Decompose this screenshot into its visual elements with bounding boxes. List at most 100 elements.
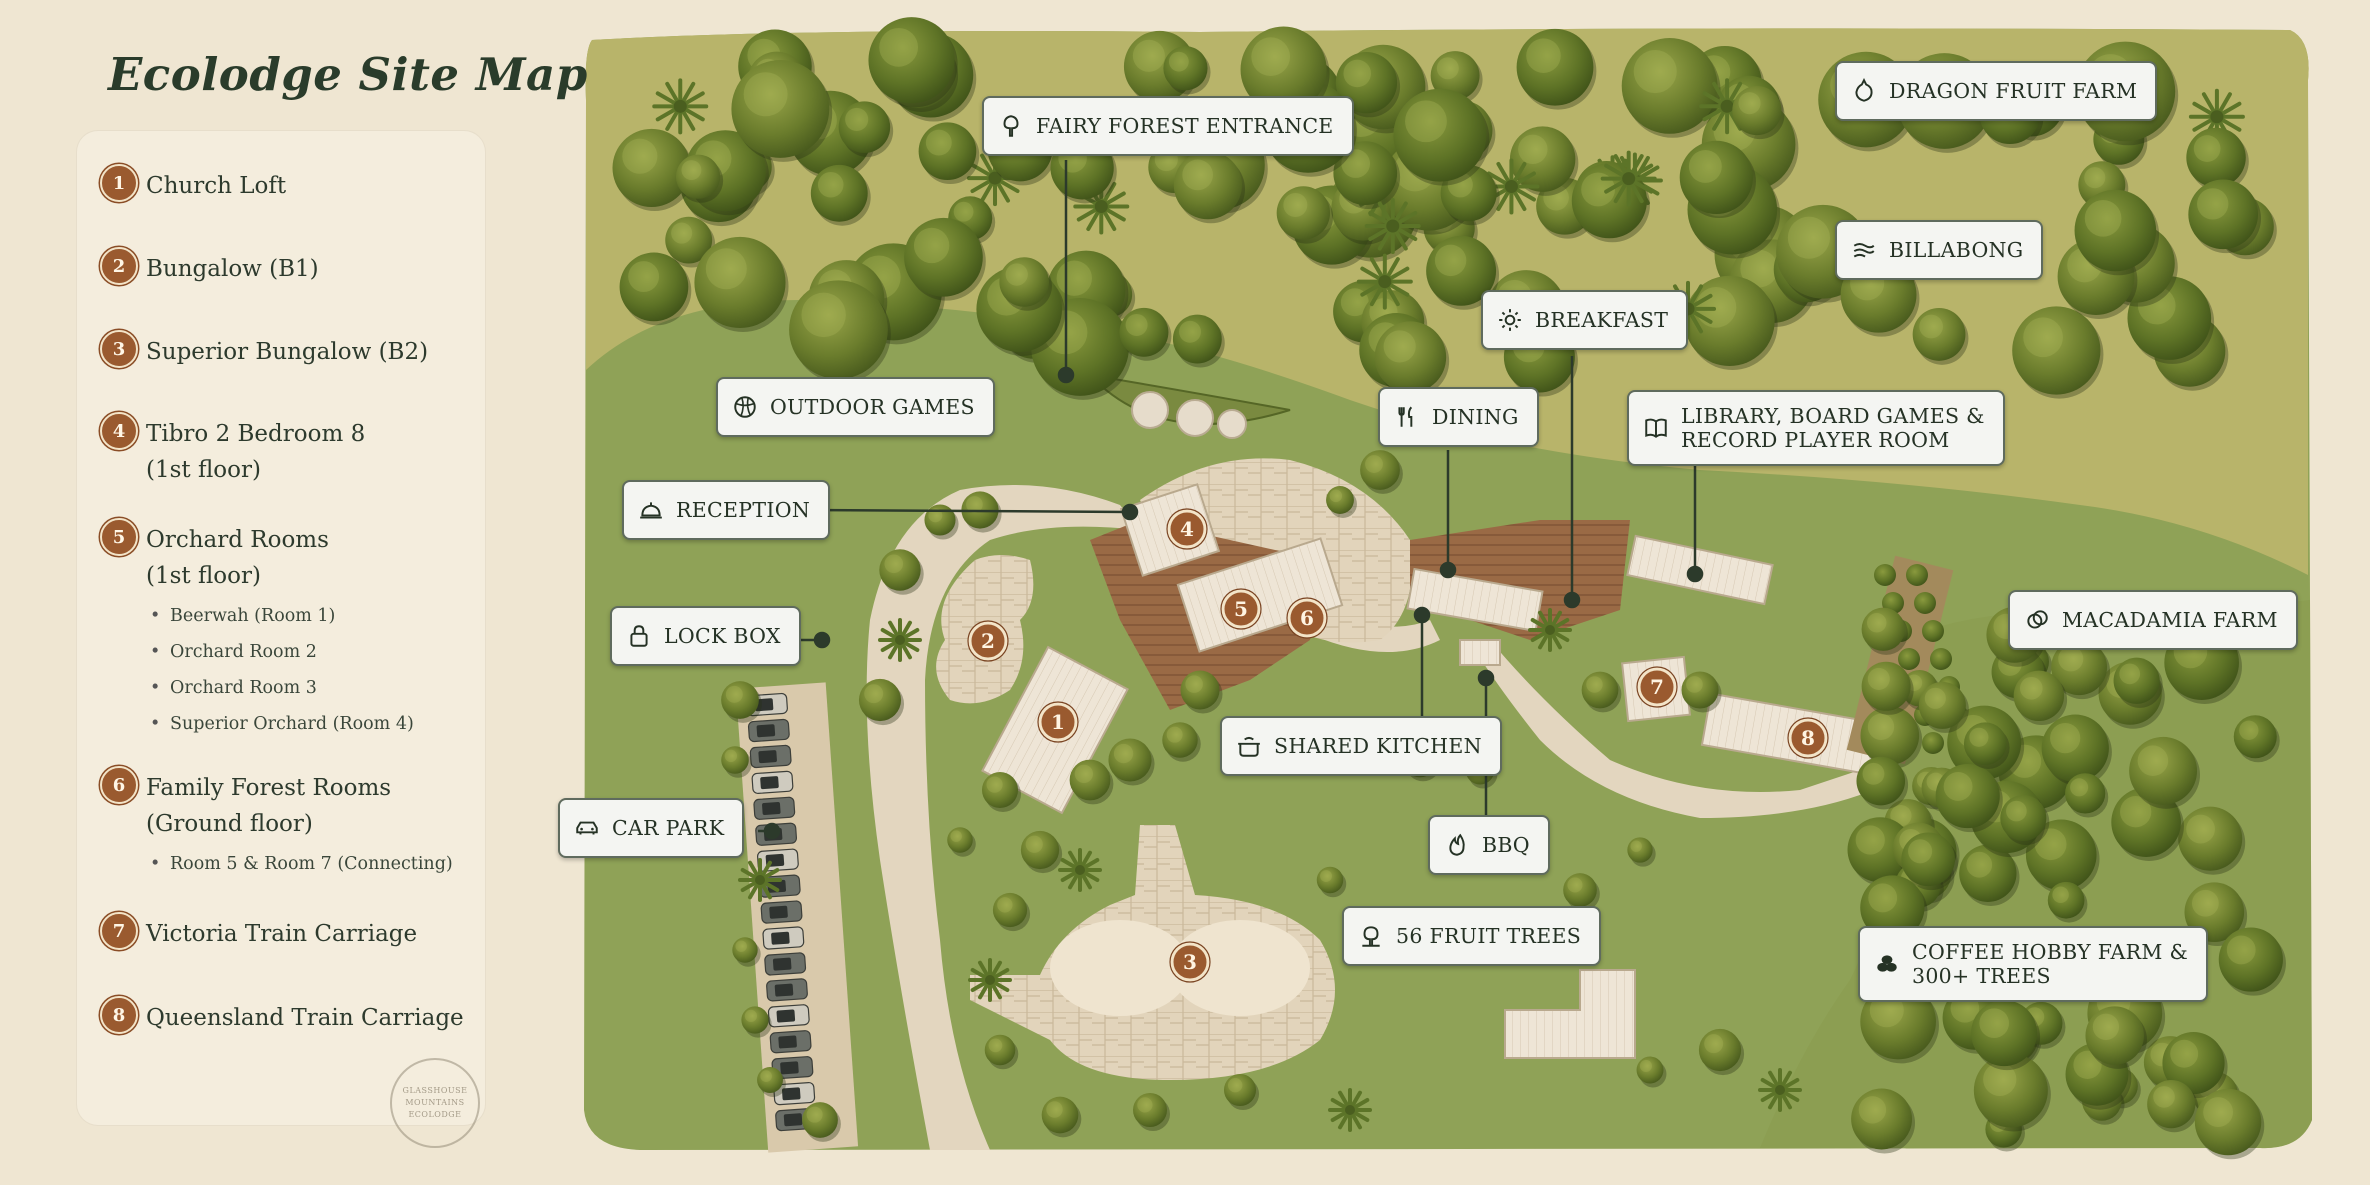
- label-text: RECEPTION: [676, 498, 811, 522]
- tree: [2041, 714, 2112, 786]
- orchard-tree: [1874, 564, 1896, 586]
- tree-icon: [998, 113, 1024, 139]
- dragon-fruit-icon: [1851, 78, 1877, 104]
- label-fairy-forest-entrance[interactable]: FAIRY FOREST ENTRANCE: [982, 96, 1354, 156]
- legend-label: Church Loft: [146, 173, 287, 199]
- label-car-park[interactable]: CAR PARK: [558, 798, 745, 858]
- east-path: [1475, 640, 1868, 818]
- label-reception[interactable]: RECEPTION: [622, 480, 831, 540]
- tree: [789, 280, 891, 384]
- label-shared-kitchen[interactable]: SHARED KITCHEN: [1220, 716, 1502, 776]
- palm-tree: [1356, 253, 1413, 310]
- tree: [2188, 179, 2262, 254]
- palm-tree: [738, 858, 782, 902]
- tree: [2147, 1080, 2199, 1133]
- tree: [1856, 756, 1909, 810]
- label-billabong[interactable]: BILLABONG: [1835, 220, 2044, 280]
- legend-label: Victoria Train Carriage: [146, 921, 418, 947]
- map-marker-number: 1: [1051, 710, 1065, 734]
- label-line-2: RECORD PLAYER ROOM: [1681, 428, 1950, 452]
- lock-icon: [626, 623, 652, 649]
- tree: [1621, 38, 1721, 138]
- tree-canopy: [612, 17, 2286, 1160]
- tree: [1223, 1073, 1260, 1111]
- tree: [2000, 794, 2050, 845]
- palm-tree: [1328, 1088, 1372, 1132]
- tree: [984, 1034, 1019, 1070]
- tree: [1374, 321, 1450, 397]
- label-line-1: COFFEE HOBBY FARM &: [1912, 940, 2189, 964]
- map-marker-number: 2: [981, 629, 995, 653]
- orchard-tree: [1922, 620, 1944, 642]
- legend-panel: 1 Church Loft 2 Bungalow (B1) 3 Superior…: [76, 130, 486, 1126]
- tree: [1240, 26, 1330, 117]
- tree: [1563, 873, 1600, 911]
- flame-icon: [1444, 832, 1470, 858]
- tree: [838, 101, 894, 157]
- map-marker-3: 3: [1169, 941, 1211, 983]
- tree: [1393, 88, 1490, 186]
- label-dragon-fruit-farm[interactable]: DRAGON FRUIT FARM: [1835, 61, 2158, 121]
- map-marker-number: 7: [1650, 675, 1664, 699]
- label-outdoor-games[interactable]: OUTDOOR GAMES: [716, 377, 995, 437]
- legend-subitem: Orchard Room 3: [150, 678, 317, 698]
- building-south-shed: [1504, 969, 1636, 1059]
- tree: [1732, 85, 1785, 140]
- tree: [2012, 306, 2104, 399]
- parked-car: [760, 900, 803, 924]
- label-bbq[interactable]: BBQ: [1428, 815, 1550, 875]
- tree: [858, 678, 905, 726]
- label-lock-box[interactable]: LOCK BOX: [610, 606, 801, 666]
- map-marker-number: 3: [1183, 950, 1197, 974]
- label-library[interactable]: LIBRARY, BOARD GAMES & RECORD PLAYER ROO…: [1627, 390, 2005, 466]
- label-text: BREAKFAST: [1535, 308, 1669, 332]
- label-line-2: 300+ TREES: [1912, 964, 2051, 988]
- tree: [1119, 307, 1172, 361]
- label-56-fruit-trees[interactable]: 56 FRUIT TREES: [1342, 906, 1602, 966]
- parked-car: [751, 770, 794, 795]
- tree: [694, 236, 789, 333]
- tree: [879, 549, 924, 595]
- map-marker-4: 4: [1166, 508, 1208, 550]
- legend-number: 5: [100, 518, 138, 556]
- tree: [1973, 1053, 2051, 1132]
- tree: [992, 892, 1031, 932]
- tree: [1180, 670, 1223, 714]
- palm-tree: [1058, 848, 1102, 892]
- book-icon: [1643, 415, 1669, 441]
- map-marker-number: 8: [1801, 726, 1815, 750]
- legend-subitem: Superior Orchard (Room 4): [150, 714, 414, 734]
- car-icon: [574, 815, 600, 841]
- tree: [1698, 1028, 1745, 1076]
- tree: [1516, 28, 1597, 110]
- label-text: SHARED KITCHEN: [1274, 734, 1482, 758]
- label-dining[interactable]: DINING: [1378, 387, 1539, 447]
- map-marker-8: 8: [1787, 717, 1829, 759]
- map-marker-number: 6: [1300, 606, 1314, 630]
- tree: [1316, 866, 1347, 898]
- label-coffee-hobby-farm[interactable]: COFFEE HOBBY FARM & 300+ TREES: [1858, 926, 2209, 1002]
- tree: [1173, 151, 1246, 224]
- tree: [1276, 186, 1334, 244]
- legend-label: Bungalow (B1): [146, 256, 319, 282]
- tree: [1333, 141, 1401, 210]
- tree: [1636, 1056, 1667, 1088]
- tree: [731, 60, 833, 162]
- tree: [1581, 671, 1622, 713]
- legend-label: Queensland Train Carriage: [146, 1005, 464, 1031]
- parked-car: [769, 1030, 812, 1054]
- tree: [619, 252, 692, 326]
- label-macadamia-farm[interactable]: MACADAMIA FARM: [2008, 590, 2298, 650]
- car-rows: [746, 692, 817, 1132]
- label-text: CAR PARK: [612, 816, 725, 840]
- legend-label: Family Forest Rooms: [146, 775, 392, 801]
- tree: [675, 154, 724, 203]
- tree: [732, 937, 761, 967]
- label-text: DINING: [1432, 405, 1519, 429]
- legend-label: Tibro 2 Bedroom 8: [146, 421, 366, 447]
- tree: [1861, 607, 1908, 655]
- coffee-bean-icon: [1874, 951, 1900, 977]
- label-text: DRAGON FRUIT FARM: [1889, 79, 2138, 103]
- label-breakfast[interactable]: BREAKFAST: [1481, 290, 1689, 350]
